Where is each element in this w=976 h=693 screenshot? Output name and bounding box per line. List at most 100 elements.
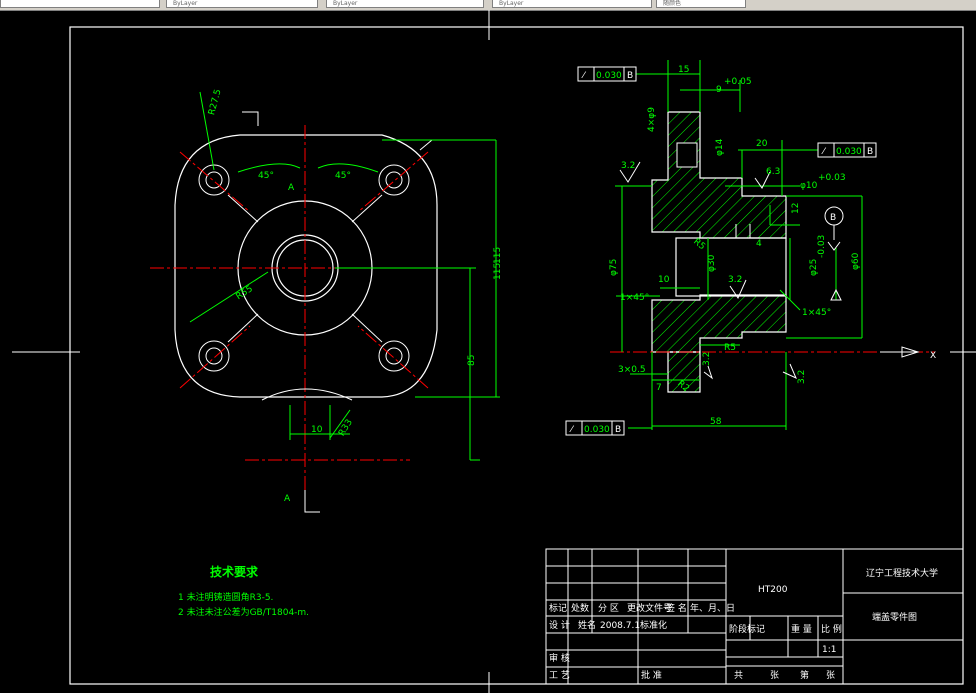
design-date: 2008.7.1 — [600, 621, 640, 631]
dim-tol-10: +0.03 — [818, 173, 846, 183]
dim-3x05: 3×0.5 — [618, 365, 646, 375]
toolbar: ByLayer ByLayer ByLayer 随颜色 — [0, 0, 976, 11]
bolt-hole-bl — [198, 340, 230, 372]
dim-tol-25: -0.03 — [817, 235, 827, 258]
technical-requirements: 技术要求 1 未注明铸造圆角R3-5. 2 未注未注公差为GB/T1804-m. — [178, 564, 309, 618]
hdr-count: 处数 — [571, 602, 589, 614]
tolerance-frame-bottom: ⁄ 0.030 B — [565, 420, 625, 436]
designer-name: 姓名 — [578, 619, 596, 631]
plotstyle-select[interactable]: 随颜色 — [656, 0, 746, 8]
dim-r275: R27.5 — [207, 88, 223, 116]
dim-12: 12 — [791, 203, 801, 214]
tol-top-ref: B — [627, 71, 633, 81]
centerlines — [150, 125, 470, 490]
drawing-canvas[interactable]: R27.5 45° 45° A R55 115 115 85 10 R33 A … — [0, 10, 976, 693]
bolt-hole-tr — [378, 164, 410, 196]
dim-ra32c: 3.2 — [797, 370, 807, 384]
section-hatch-bottom — [651, 294, 787, 353]
dim-20: 20 — [756, 139, 768, 149]
dim-r33: R33 — [337, 418, 355, 438]
dim-4: 4 — [756, 239, 762, 249]
flange-outline — [174, 134, 438, 398]
dim-tol-9: +0.05 — [724, 77, 752, 87]
dim-15: 15 — [678, 65, 689, 75]
dim-ra63: 6.3 — [766, 167, 780, 177]
dim-9: 9 — [716, 85, 722, 95]
section-label-a: A — [288, 183, 295, 193]
dim-85: 85 — [467, 355, 477, 366]
dim-c1a: 1×45° — [620, 293, 649, 303]
front-view: R27.5 45° 45° A R55 115 115 85 10 R33 A — [150, 88, 503, 513]
section-label-a2: A — [284, 494, 291, 504]
school-name: 辽宁工程技术大学 — [866, 567, 938, 579]
dim-58: 58 — [710, 417, 722, 427]
material-text: HT200 — [758, 585, 788, 595]
tol-bot-value: 0.030 — [584, 425, 610, 435]
inner-frame — [69, 26, 964, 685]
tol-mid-value: 0.030 — [836, 147, 862, 157]
section-view: X — [565, 60, 936, 436]
dim-ra32a: 3.2 — [621, 161, 635, 171]
dim-r55: R55 — [234, 284, 254, 302]
dim-115-a: 115 — [493, 263, 503, 280]
dim-angle-left: 45° — [258, 171, 274, 181]
dim-phi10: φ10 — [800, 181, 818, 191]
label-total: 共 — [734, 670, 743, 681]
dim-c1b: 1×45° — [802, 308, 831, 318]
tolerance-frame-top: ⁄ 0.030 B — [577, 66, 637, 82]
color-select[interactable]: ByLayer — [166, 0, 318, 8]
dim-10b: 10 — [658, 275, 670, 285]
hdr-stage: 阶段标记 — [729, 623, 765, 635]
dim-holes: 4×φ9 — [647, 107, 657, 132]
tech-req-item-2: 2 未注未注公差为GB/T1804-m. — [178, 606, 309, 618]
tol-bot-ref: B — [615, 425, 621, 435]
datum-b-label: B — [830, 213, 836, 223]
title-block — [545, 548, 964, 685]
bolt-hole-tl — [198, 164, 230, 196]
scale-value: 1:1 — [822, 645, 836, 655]
label-review: 审 核 — [549, 652, 570, 664]
dim-phi60: φ60 — [851, 252, 861, 270]
tol-top-value: 0.030 — [596, 71, 622, 81]
dim-phi75: φ75 — [609, 259, 619, 276]
layer-icons[interactable] — [0, 0, 160, 8]
label-design: 设 计 — [549, 619, 570, 631]
dim-r5b: R5 — [724, 343, 736, 353]
tech-req-title: 技术要求 — [210, 564, 259, 579]
dim-r5a: R5 — [691, 237, 707, 252]
dim-angle-right: 45° — [335, 171, 351, 181]
label-standard: 标准化 — [640, 619, 667, 631]
hdr-zone: 分 区 — [598, 603, 619, 614]
svg-text:⁄: ⁄ — [569, 425, 575, 435]
dim-phi25: φ25 — [809, 259, 819, 276]
hdr-weight: 重 量 — [791, 623, 812, 635]
linetype-select[interactable]: ByLayer — [326, 0, 484, 8]
hdr-sign: 签 名 — [666, 602, 687, 614]
svg-text:⁄: ⁄ — [821, 147, 827, 157]
hdr-mark: 标记 — [549, 602, 567, 614]
hdr-date: 年、月、日 — [690, 602, 735, 614]
svg-text:⁄: ⁄ — [581, 71, 587, 81]
dim-phi30: φ30 — [707, 254, 717, 272]
tech-req-item-1: 1 未注明铸造圆角R3-5. — [178, 591, 273, 603]
bore — [675, 237, 787, 297]
label-sheet: 张 — [770, 670, 779, 681]
dim-ra32b: 3.2 — [728, 275, 742, 285]
label-process: 工 艺 — [549, 670, 570, 681]
lineweight-select[interactable]: ByLayer — [492, 0, 652, 8]
dim-7: 7 — [656, 383, 662, 393]
dim-phi14: φ14 — [715, 138, 725, 156]
part-name: 端盖零件图 — [872, 611, 917, 623]
tolerance-frame-mid: ⁄ 0.030 B — [817, 142, 877, 158]
dim-ra32d: 3.2 — [702, 352, 712, 366]
hdr-scale: 比 例 — [821, 623, 842, 635]
label-sheet2: 张 — [826, 670, 835, 681]
hdr-docno: 更改文件号 — [627, 602, 672, 614]
label-page: 第 — [800, 669, 809, 681]
bolt-hole-br — [378, 340, 410, 372]
axis-label-x: X — [930, 351, 936, 361]
dim-10: 10 — [311, 425, 323, 435]
dim-115-b: 115 — [493, 247, 503, 264]
tol-mid-ref: B — [867, 147, 873, 157]
label-approve: 批 准 — [641, 669, 662, 681]
